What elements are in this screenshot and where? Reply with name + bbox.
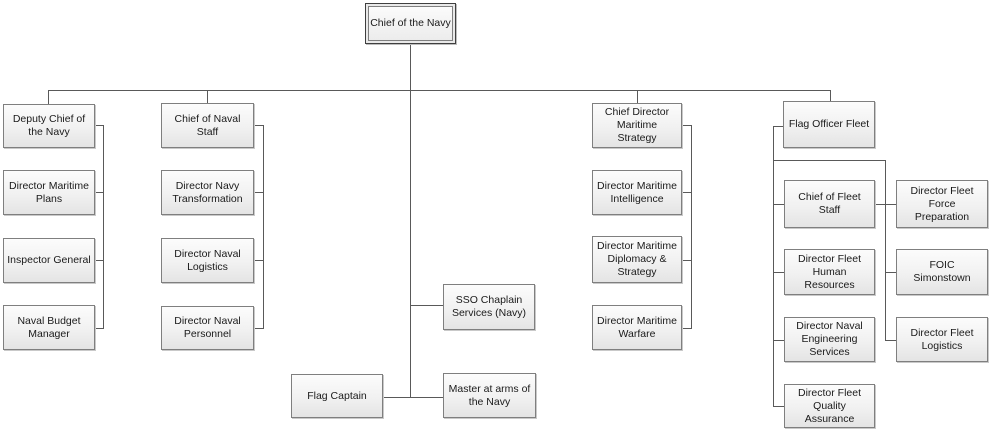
org-node-label: Flag Officer Fleet (788, 118, 870, 130)
org-node-label: Flag Captain (307, 389, 367, 402)
org-node-director-maritime-warfare: Director Maritime Warfare (592, 305, 682, 350)
org-node-inspector-general: Inspector General (3, 238, 95, 283)
org-node-label: Director Fleet Quality Assurance (797, 386, 861, 425)
org-node-label: Director Fleet Logistics (910, 326, 974, 352)
org-node-label: Director Naval Engineering Services (796, 320, 863, 358)
connector-stub (95, 125, 104, 126)
connector-root-drop (410, 44, 411, 91)
org-node-label: Director Maritime Plans (9, 179, 89, 205)
connector-stub (254, 192, 263, 193)
connector-stub (773, 272, 784, 273)
connector-drop-branch5 (830, 90, 831, 102)
connector-stub (682, 328, 691, 329)
org-node-naval-budget-manager: Naval Budget Manager (3, 305, 95, 350)
org-node-label: Chief Director Maritime Strategy (604, 106, 670, 144)
connector-stub (254, 328, 263, 329)
connector-fleet-crossbar (773, 160, 886, 161)
connector-stub (773, 204, 784, 205)
org-node-chief-director-maritime-strategy: Chief Director Maritime Strategy (592, 103, 682, 148)
connector-stub (885, 272, 896, 273)
org-node-flag-captain: Flag Captain (291, 374, 383, 418)
org-node-director-fleet-quality-assurance: Director Fleet Quality Assurance (784, 384, 875, 428)
connector-stub (682, 125, 692, 126)
connector-stub (254, 260, 263, 261)
connector-stub (95, 260, 103, 261)
connector-main-horizontal (48, 90, 831, 91)
org-node-label: Director Navy Transformation (172, 179, 243, 205)
org-node-sso-chaplain-services: SSO Chaplain Services (Navy) (443, 284, 535, 330)
org-node-label: Naval Budget Manager (17, 314, 81, 340)
connector-rail-branch2 (263, 125, 264, 329)
connector-rail-fleet-left (773, 126, 774, 407)
org-node-director-fleet-force-preparation: Director Fleet Force Preparation (896, 180, 988, 228)
connector-rail-branch1 (103, 125, 104, 329)
connector-rail-fleet-right (885, 160, 886, 341)
org-node-label: Director Maritime Diplomacy & Strategy (597, 240, 677, 278)
connector-bottom-row (383, 397, 443, 398)
org-node-director-maritime-intelligence: Director Maritime Intelligence (592, 170, 682, 215)
org-node-label: Director Naval Logistics (174, 247, 241, 273)
connector-stub (773, 340, 784, 341)
org-node-deputy-chief-of-the-navy: Deputy Chief of the Navy (3, 104, 95, 148)
connector-stub (885, 340, 896, 341)
org-node-foic-simonstown: FOIC Simonstown (896, 249, 988, 295)
connector-rail-branch4 (691, 125, 692, 329)
org-node-director-maritime-diplomacy-strategy: Director Maritime Diplomacy & Strategy (592, 236, 682, 283)
connector-stub-chaplain (410, 305, 443, 306)
org-node-director-naval-logistics: Director Naval Logistics (161, 238, 254, 283)
org-node-label: Chief of the Navy (370, 17, 451, 29)
connector-stub (682, 260, 691, 261)
org-node-director-naval-personnel: Director Naval Personnel (161, 306, 254, 350)
connector-stub (254, 125, 264, 126)
org-node-label: Director Naval Personnel (174, 315, 241, 340)
org-node-label: Director Maritime Warfare (597, 314, 677, 340)
org-node-label: Inspector General (7, 254, 91, 266)
connector-stub (875, 204, 896, 205)
connector-stub (95, 192, 103, 193)
org-node-label: SSO Chaplain Services (Navy) (451, 294, 527, 319)
org-node-label: Master at arms of the Navy (448, 382, 531, 408)
org-node-chief-of-the-navy: Chief of the Navy (365, 3, 456, 44)
connector-drop-branch1 (48, 90, 49, 105)
org-node-label: Chief of Naval Staff (174, 112, 241, 138)
org-node-label: Director Fleet Force Preparation (910, 184, 974, 223)
org-node-director-naval-engineering-services: Director Naval Engineering Services (784, 317, 875, 362)
connector-stub (773, 126, 783, 127)
connector-drop-branch4 (637, 90, 638, 104)
org-node-flag-officer-fleet: Flag Officer Fleet (783, 101, 875, 148)
org-node-director-fleet-human-resources: Director Fleet Human Resources (784, 249, 875, 295)
org-node-inner-frame: Chief of the Navy (368, 6, 453, 41)
org-node-label: Director Fleet Human Resources (797, 252, 861, 291)
connector-stub (682, 192, 691, 193)
org-node-label: Director Maritime Intelligence (597, 179, 677, 205)
org-node-label: FOIC Simonstown (913, 259, 971, 284)
org-node-master-at-arms: Master at arms of the Navy (443, 373, 536, 418)
connector-stub (773, 406, 784, 407)
connector-stub (95, 328, 103, 329)
org-node-label: Chief of Fleet Staff (798, 191, 861, 216)
org-node-director-fleet-logistics: Director Fleet Logistics (896, 317, 988, 362)
org-node-director-navy-transformation: Director Navy Transformation (161, 170, 254, 215)
org-node-chief-of-fleet-staff: Chief of Fleet Staff (784, 180, 875, 228)
org-node-director-maritime-plans: Director Maritime Plans (3, 170, 95, 215)
connector-center-spine (410, 90, 411, 398)
org-node-chief-of-naval-staff: Chief of Naval Staff (161, 103, 254, 148)
connector-drop-branch2 (207, 90, 208, 104)
org-node-label: Deputy Chief of the Navy (12, 113, 86, 138)
